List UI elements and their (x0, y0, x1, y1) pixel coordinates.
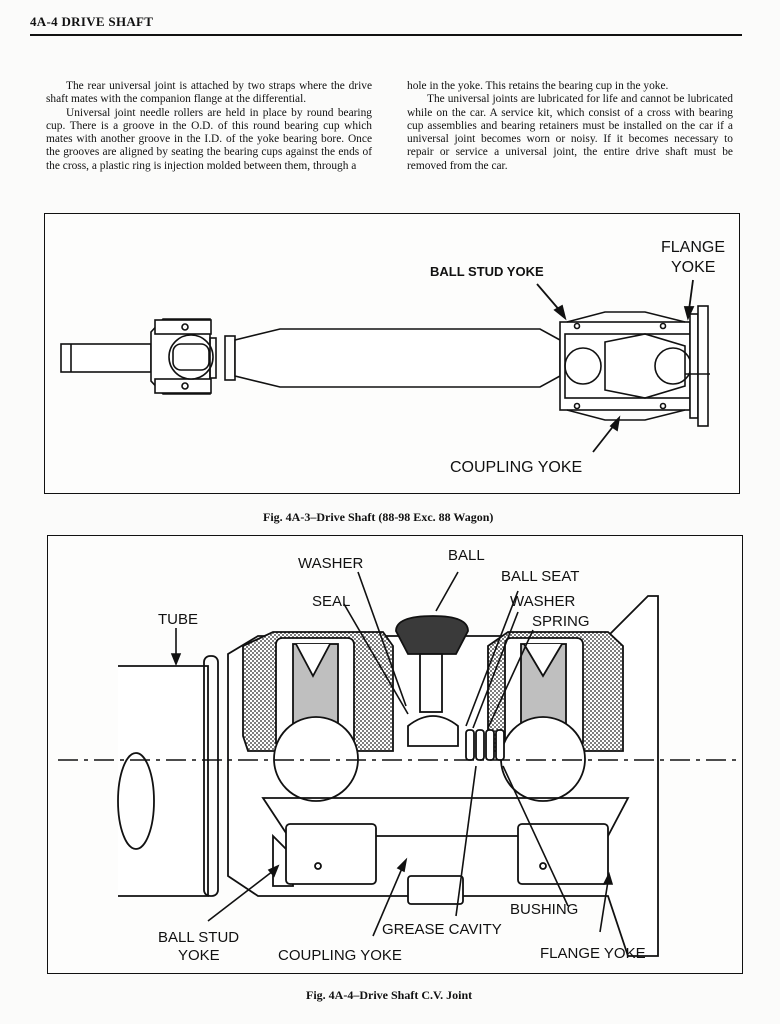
paragraph: The rear universal joint is attached by … (46, 80, 372, 106)
figure-drive-shaft: BALL STUD YOKE FLANGE YOKE COUPLING YOKE (44, 213, 740, 494)
paragraph: hole in the yoke. This retains the beari… (407, 80, 669, 92)
cv-joint-illustration: WASHER BALL BALL SEAT SEAL WASHER SPRING… (58, 547, 738, 964)
label-flange: FLANGE (661, 239, 725, 256)
figure-caption: Fig. 4A-4–Drive Shaft C.V. Joint (306, 988, 473, 1002)
label-coupling-yoke: COUPLING YOKE (278, 947, 402, 964)
figure-cv-joint: WASHER BALL BALL SEAT SEAL WASHER SPRING… (47, 535, 743, 974)
right-text-column: hole in the yoke. This retains the beari… (407, 80, 733, 173)
label-ball: BALL (448, 547, 485, 564)
label-coupling-yoke: COUPLING YOKE (450, 459, 582, 476)
label-yoke: YOKE (671, 259, 715, 276)
label-spring: SPRING (532, 613, 590, 630)
left-text-column: The rear universal joint is attached by … (46, 80, 372, 173)
label-ball-stud-yoke: BALL STUD YOKE (430, 264, 544, 279)
label-seal: SEAL (312, 593, 350, 610)
label-tube: TUBE (158, 611, 198, 628)
label-ball-stud: BALL STUD (158, 929, 239, 946)
label-washer-2: WASHER (510, 593, 575, 610)
figure-caption: Fig. 4A-3–Drive Shaft (88-98 Exc. 88 Wag… (263, 510, 494, 524)
label-bushing: BUSHING (510, 901, 578, 918)
label-grease-cavity: GREASE CAVITY (382, 921, 502, 938)
paragraph: The universal joints are lubricated for … (407, 93, 733, 172)
label-ball-stud-yoke: YOKE (178, 947, 220, 964)
page-header: 4A-4 DRIVE SHAFT (30, 14, 154, 29)
drive-shaft-illustration: BALL STUD YOKE FLANGE YOKE COUPLING YOKE (60, 239, 725, 476)
label-washer: WASHER (298, 555, 363, 572)
paragraph: Universal joint needle rollers are held … (46, 106, 372, 172)
header-rule (30, 34, 742, 36)
label-flange-yoke: FLANGE YOKE (540, 945, 646, 962)
label-ball-seat: BALL SEAT (501, 568, 579, 585)
